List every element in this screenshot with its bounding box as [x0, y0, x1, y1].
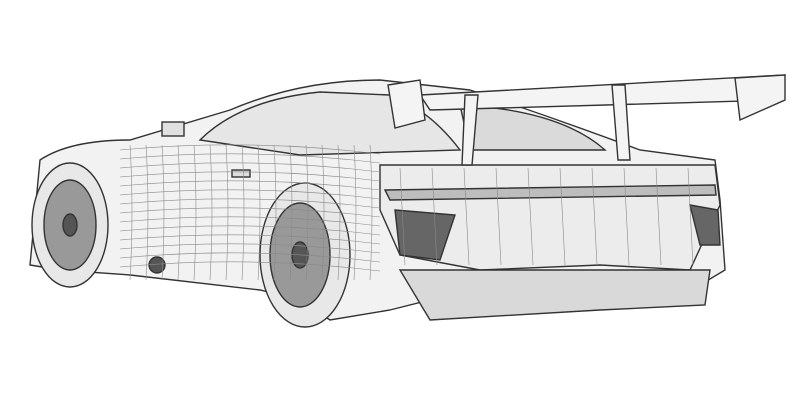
- mesh-line: [431, 167, 438, 266]
- side-mirror: [161, 121, 185, 137]
- wing-endplate-left: [387, 79, 426, 129]
- mesh-line: [193, 144, 197, 281]
- mesh-line: [119, 162, 381, 173]
- wireframe-mesh: [119, 144, 694, 281]
- mesh-line: [399, 167, 406, 266]
- mesh-line: [119, 252, 381, 263]
- mesh-line: [305, 144, 309, 281]
- mesh-line: [559, 167, 566, 266]
- mesh-line: [119, 207, 381, 218]
- car-body: [29, 79, 726, 321]
- door-handle: [231, 169, 251, 178]
- mesh-line: [161, 144, 165, 281]
- mesh-line: [119, 180, 381, 191]
- mesh-line: [119, 234, 381, 245]
- mesh-line: [209, 144, 213, 281]
- mesh-line: [655, 167, 662, 266]
- mesh-line: [119, 225, 381, 236]
- mesh-line: [119, 261, 381, 272]
- mesh-line: [257, 144, 261, 281]
- mesh-line: [119, 243, 381, 254]
- mesh-line: [623, 167, 630, 266]
- mesh-line: [337, 144, 341, 281]
- wheels: [31, 162, 351, 328]
- mesh-line: [119, 153, 381, 164]
- mesh-line: [463, 167, 470, 266]
- wing-endplate-right: [734, 74, 786, 122]
- mesh-line: [369, 144, 373, 281]
- mesh-line: [591, 167, 598, 266]
- rear-diffuser: [398, 269, 711, 321]
- mesh-line: [321, 144, 325, 281]
- mesh-line: [119, 198, 381, 209]
- rear-wing: [387, 74, 786, 166]
- wing-strut-left: [461, 94, 479, 166]
- mesh-line: [225, 144, 229, 281]
- side-exhaust: [148, 256, 166, 274]
- mesh-line: [129, 144, 133, 281]
- mesh-line: [119, 171, 381, 182]
- rear-left-hub: [62, 213, 78, 237]
- wing-strut-right: [611, 84, 631, 161]
- rear-vent-right: [689, 204, 721, 246]
- mesh-line: [119, 144, 381, 155]
- mesh-line: [273, 144, 277, 281]
- mesh-line: [289, 144, 293, 281]
- mesh-line: [687, 167, 694, 266]
- mesh-line: [353, 144, 357, 281]
- mesh-line: [119, 189, 381, 200]
- mesh-line: [527, 167, 534, 266]
- tail-light-bar: [383, 184, 717, 201]
- mesh-line: [241, 144, 245, 281]
- rear-vent-left: [394, 209, 456, 261]
- mesh-line: [177, 144, 181, 281]
- mesh-line: [119, 216, 381, 227]
- mesh-line: [145, 144, 149, 281]
- mesh-line: [495, 167, 502, 266]
